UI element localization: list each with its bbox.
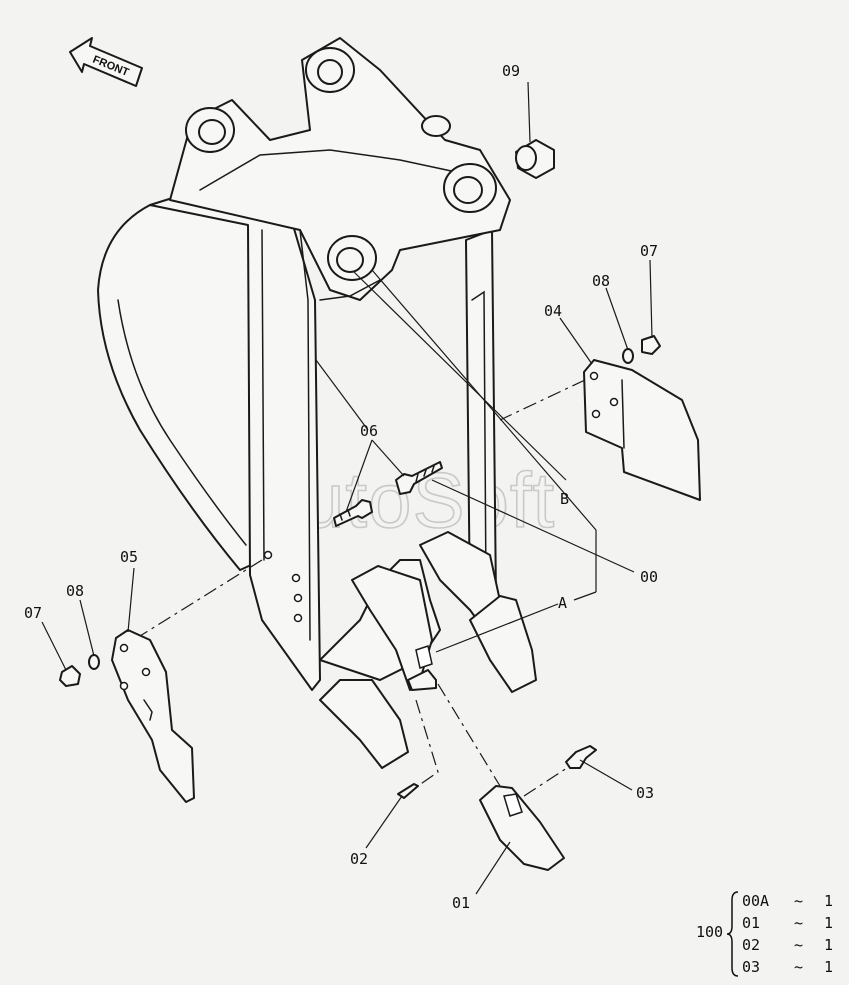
kit-part: 03 — [742, 958, 761, 976]
bucket-body — [97, 37, 537, 769]
kit-row: 01 ~1 — [742, 912, 833, 934]
kit-qty: 1 — [824, 958, 834, 976]
kit-qty: 1 — [824, 892, 834, 910]
kit-tilde: ~ — [794, 914, 804, 932]
callout-07-right: 07 — [640, 242, 658, 260]
kit-row: 03 ~1 — [742, 956, 833, 978]
kit-row: 00A ~1 — [742, 890, 833, 912]
side-cutter-04 — [583, 359, 701, 501]
kit-part: 01 — [742, 914, 761, 932]
callout-03: 03 — [636, 784, 654, 802]
kit-brace — [726, 891, 739, 977]
callout-05: 05 — [120, 548, 138, 566]
kit-row: 02 ~1 — [742, 934, 833, 956]
pin-09 — [515, 139, 555, 179]
side-cutter-05 — [111, 629, 195, 803]
kit-base-number: 100 — [696, 923, 724, 941]
callout-06: 06 — [360, 422, 378, 440]
callout-04: 04 — [544, 302, 562, 320]
kit-tilde: ~ — [794, 936, 804, 954]
lock-03 — [565, 745, 597, 769]
washer-08-right — [622, 348, 634, 364]
bolts-06 — [333, 461, 443, 527]
kit-part: 00A — [742, 892, 770, 910]
kit-composition: 100 00A ~1 01 ~1 02 ~1 03 ~1 — [696, 890, 846, 980]
callout-09: 09 — [502, 62, 520, 80]
front-arrow: FRONT — [69, 37, 143, 87]
tooth-01 — [479, 785, 565, 871]
kit-qty: 1 — [824, 914, 834, 932]
callout-07-left: 07 — [24, 604, 42, 622]
washer-08-left — [88, 654, 100, 670]
kit-tilde: ~ — [794, 892, 804, 910]
kit-tilde: ~ — [794, 958, 804, 976]
callout-08-left: 08 — [66, 582, 84, 600]
callout-b: B — [560, 490, 569, 508]
kit-qty: 1 — [824, 936, 834, 954]
callout-02: 02 — [350, 850, 368, 868]
callout-01: 01 — [452, 894, 470, 912]
kit-part: 02 — [742, 936, 761, 954]
callout-08-right: 08 — [592, 272, 610, 290]
nut-07-right — [641, 335, 661, 355]
nut-07-left — [59, 665, 81, 687]
callout-a: A — [558, 594, 567, 612]
callout-00: 00 — [640, 568, 658, 586]
kit-rows: 00A ~1 01 ~1 02 ~1 03 ~1 — [742, 890, 833, 978]
pin-02 — [397, 783, 419, 799]
